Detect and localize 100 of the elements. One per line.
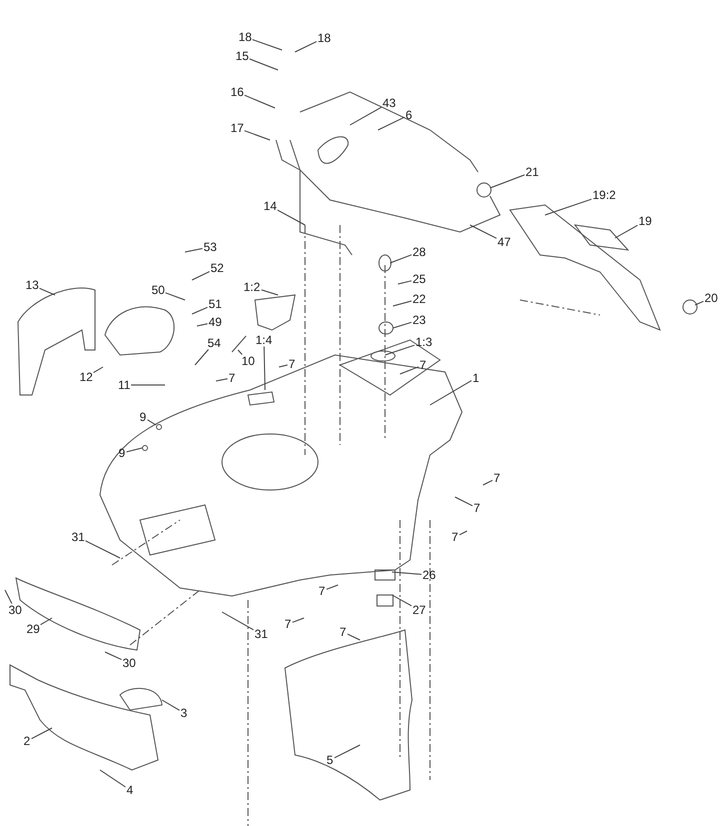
callout-number: 7: [228, 372, 236, 384]
callout-number: 7: [284, 618, 292, 630]
leader-line: [244, 94, 276, 108]
callout-number: 25: [412, 272, 426, 286]
leader-line: [130, 384, 166, 386]
callout-number: 52: [210, 262, 224, 274]
callout-number: 31: [254, 628, 268, 640]
leader-line: [294, 41, 317, 52]
callout-number: 30: [122, 656, 136, 670]
leader-line: [196, 323, 208, 326]
leader-line: [93, 366, 104, 374]
leader-line: [194, 349, 209, 366]
leader-line: [277, 210, 306, 226]
leader-line: [347, 634, 360, 640]
callout-number: 49: [208, 316, 222, 328]
leader-line: [264, 346, 266, 390]
callout-number: 22: [412, 292, 426, 306]
callout-number: 53: [204, 240, 217, 254]
leader-line: [398, 280, 412, 284]
leader-line: [378, 116, 405, 130]
callout-number: 29: [26, 622, 40, 636]
callout-number: 15: [236, 50, 249, 62]
callout-number: 27: [412, 604, 426, 616]
callout-number: 9: [140, 410, 146, 424]
leader-line: [392, 322, 412, 328]
callout-number: 17: [230, 122, 244, 134]
leader-line: [184, 248, 203, 252]
callout-number: 1:3: [416, 336, 432, 348]
callout-number: 1:4: [256, 334, 272, 346]
callout-number: 2: [24, 734, 30, 748]
callout-number: 7: [420, 358, 426, 372]
leader-line: [238, 350, 243, 355]
callout-number: 13: [26, 278, 39, 292]
callout-number: 18: [318, 32, 331, 44]
callout-number: 19:2: [592, 188, 616, 202]
callout-number: 23: [412, 314, 426, 326]
callout-number: 43: [382, 96, 396, 110]
leader-line: [334, 744, 360, 758]
callout-number: 11: [118, 378, 130, 392]
leader-line: [104, 652, 122, 660]
callout-number: 7: [288, 358, 296, 370]
leader-line: [100, 770, 126, 788]
leader-line: [4, 590, 12, 604]
leader-line: [392, 300, 412, 306]
callout-number: 21: [526, 166, 539, 178]
leader-line: [350, 106, 382, 126]
leader-line: [390, 254, 412, 264]
callout-number: 7: [474, 502, 480, 514]
leader-line: [694, 300, 704, 306]
callout-number: 7: [452, 530, 458, 544]
leader-line: [614, 224, 638, 238]
callout-number: 7: [318, 584, 326, 598]
callout-number: 3: [180, 706, 188, 720]
callout-number: 31: [72, 530, 85, 544]
callout-number: 19: [638, 214, 652, 228]
leader-line: [31, 728, 52, 740]
callout-number: 1: [472, 372, 480, 384]
callout-number: 18: [238, 30, 252, 44]
leader-line: [40, 618, 52, 626]
callout-number: 5: [326, 754, 334, 766]
leader-line: [165, 292, 186, 300]
callout-number: 6: [406, 108, 412, 122]
leader-line: [126, 448, 142, 452]
leader-line: [85, 540, 120, 558]
callout-number: 47: [498, 236, 511, 248]
leader-line: [544, 198, 592, 216]
callout-number: 12: [80, 370, 93, 384]
callout-number: 7: [494, 472, 500, 484]
callout-number: 28: [412, 246, 426, 258]
leader-line: [326, 584, 338, 590]
callout-number: 20: [704, 292, 718, 304]
leader-line: [384, 344, 415, 356]
leader-line: [454, 496, 473, 506]
callout-number: 30: [8, 604, 22, 616]
callout-number: 50: [152, 284, 165, 296]
leader-line: [292, 618, 304, 623]
callout-number: 16: [230, 86, 244, 98]
leader-line: [162, 700, 180, 711]
callout-number: 54: [208, 336, 221, 350]
leader-line: [216, 378, 228, 382]
leader-line: [490, 174, 525, 188]
leader-line: [192, 306, 208, 314]
callout-number: 14: [264, 200, 277, 212]
leader-line: [470, 224, 497, 239]
leader-line: [482, 480, 493, 486]
callout-number: 10: [242, 354, 255, 368]
leader-line: [244, 130, 270, 140]
leader-line: [192, 271, 210, 280]
callout-number: 26: [422, 568, 436, 582]
leader-line: [39, 288, 56, 296]
leader-line: [222, 612, 254, 630]
leader-line: [400, 366, 419, 374]
callout-number: 4: [126, 784, 134, 796]
leader-line: [261, 289, 278, 296]
callout-number: 7: [340, 626, 346, 638]
leader-line: [430, 380, 472, 406]
leader-line: [147, 419, 156, 426]
callout-number: 9: [118, 446, 126, 460]
leader-line: [252, 39, 282, 50]
leader-line: [249, 58, 278, 70]
